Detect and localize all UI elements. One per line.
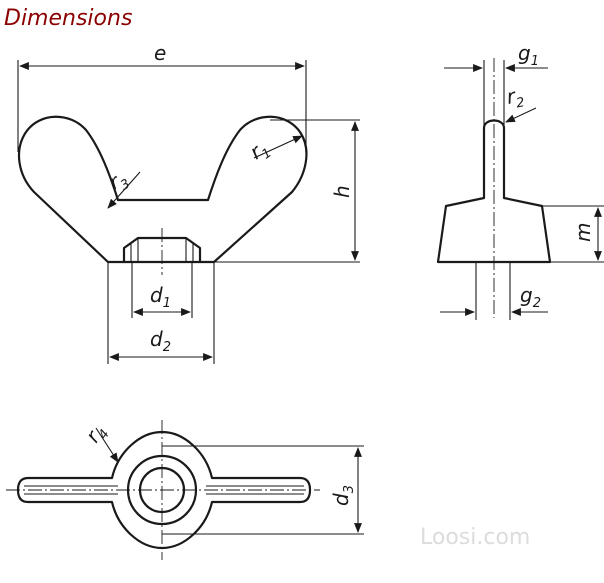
dim-label-h: h: [330, 185, 354, 198]
dim-label-r4: r4: [80, 420, 112, 450]
watermark: Loosi.com: [420, 525, 530, 550]
dim-label-d3: d3: [329, 485, 357, 506]
side-view-outline: [436, 119, 552, 264]
dim-label-d1: d1: [150, 283, 171, 311]
top-view-outline: [16, 430, 312, 550]
top-view: r4 d3: [6, 420, 364, 560]
page-title: Dimensions: [4, 6, 133, 31]
dim-label-g1: g1: [518, 41, 539, 69]
dim-label-g2: g2: [520, 283, 541, 311]
dim-label-d2: d2: [150, 327, 171, 355]
dim-label-e: e: [154, 41, 166, 65]
dim-label-r1: r1: [245, 135, 275, 167]
front-view: e h r1 r3 d1 d2: [17, 41, 360, 364]
dim-label-r2: r2: [505, 82, 526, 112]
side-view: g1 r2 m g2: [436, 41, 604, 320]
dim-label-m: m: [571, 223, 595, 242]
front-view-outline: [18, 115, 308, 264]
dim-label-r3: r3: [105, 165, 133, 198]
